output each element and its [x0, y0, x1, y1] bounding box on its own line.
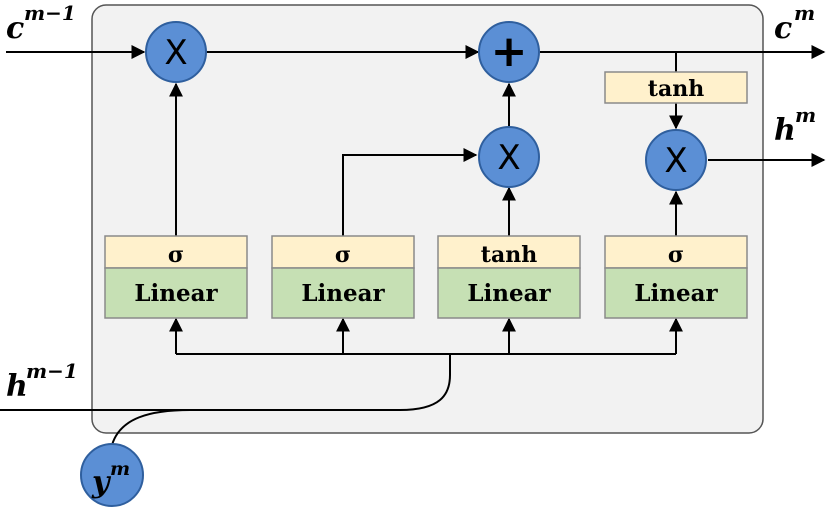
gate-activation-label: tanh	[481, 242, 537, 268]
output-tanh-label: tanh	[648, 76, 704, 102]
c-out-sup: m	[794, 1, 815, 25]
y-label-sup: m	[110, 458, 130, 480]
h-prev-base: h	[6, 369, 28, 404]
gate-candidate: tanh Linear	[437, 235, 581, 319]
h-out-base: h	[774, 113, 796, 148]
multiply-symbol: X	[164, 33, 187, 73]
h-out-sup: m	[795, 103, 816, 127]
gate-forget: σ Linear	[104, 235, 248, 319]
h-prev-sup: m−1	[26, 359, 78, 383]
c-out-base: c	[774, 11, 792, 46]
add-symbol: +	[491, 26, 528, 77]
h-out-label: h m	[774, 103, 816, 148]
c-prev-sup: m−1	[24, 1, 76, 25]
h-prev-label: h m−1	[6, 359, 78, 404]
gate-layer-label: Linear	[301, 280, 385, 307]
multiply-symbol: X	[497, 138, 520, 178]
multiply-node-forget: X	[145, 21, 207, 83]
wire-y-to-bus	[111, 409, 191, 446]
y-label-base: y	[91, 465, 112, 500]
c-prev-label: c m−1	[6, 1, 76, 46]
gate-activation-label: σ	[168, 242, 184, 268]
cell-background	[91, 4, 764, 434]
c-out-label: c m	[774, 1, 815, 46]
gate-input: σ Linear	[271, 235, 415, 319]
gate-layer-label: Linear	[467, 280, 551, 307]
y-input-node: y m	[80, 443, 144, 507]
gate-activation-label: σ	[335, 242, 351, 268]
gate-layer-label: Linear	[634, 280, 718, 307]
gate-output: σ Linear	[604, 235, 748, 319]
wire-hprev-to-bus	[0, 354, 451, 411]
gate-layer-label: Linear	[134, 280, 218, 307]
multiply-node-output: X	[645, 129, 707, 191]
output-tanh-box: tanh	[604, 71, 748, 104]
multiply-node-input: X	[478, 126, 540, 188]
wire-gate2-to-mult2	[342, 148, 478, 236]
add-node: +	[478, 21, 540, 83]
multiply-symbol: X	[664, 141, 687, 181]
gate-activation-label: σ	[668, 242, 684, 268]
c-prev-base: c	[6, 11, 24, 46]
